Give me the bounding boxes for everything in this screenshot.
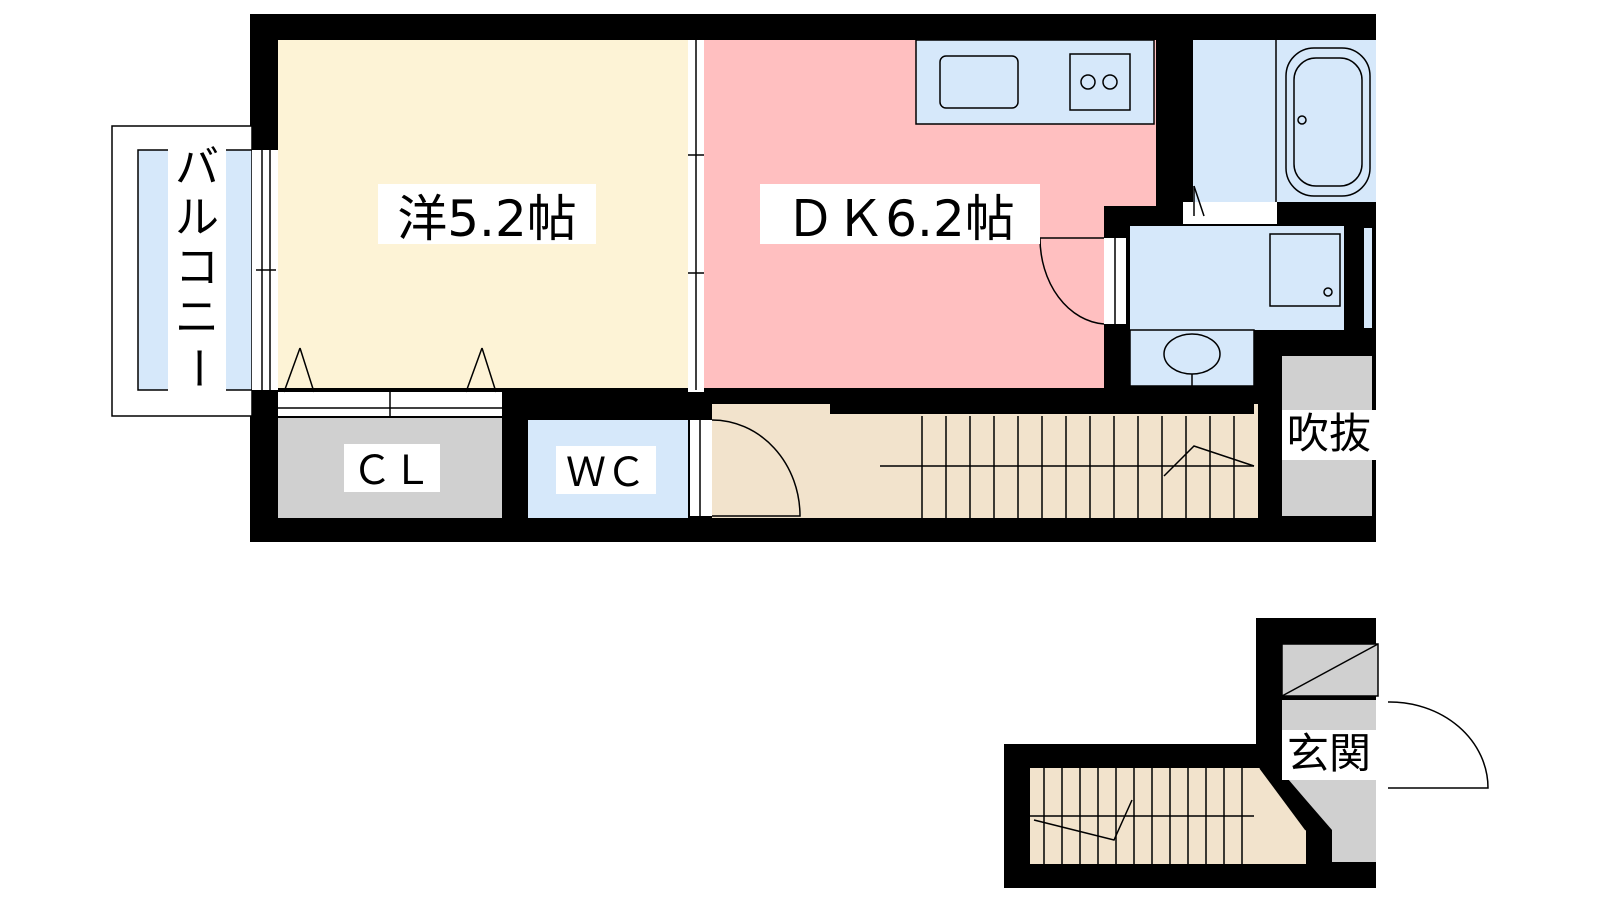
balcony-char-2: ル bbox=[175, 192, 219, 243]
void-label: 吹抜 bbox=[1287, 409, 1371, 458]
balcony-char-3: コ bbox=[175, 242, 219, 293]
stove-icon bbox=[1069, 53, 1131, 111]
sink-icon bbox=[939, 55, 1019, 109]
bathtub-icon bbox=[1285, 47, 1371, 197]
washing-machine-icon bbox=[1269, 233, 1341, 307]
balcony-char-1: バ bbox=[175, 142, 219, 193]
balcony-label: バ ル コ ニ ー bbox=[168, 142, 226, 392]
balcony-char-5: ー bbox=[172, 346, 223, 390]
entrance-label: 玄関 bbox=[1287, 729, 1371, 778]
balcony-char-4: ニ bbox=[175, 292, 219, 343]
closet-label: ＣＬ bbox=[352, 448, 432, 494]
upper-stairs bbox=[880, 416, 1255, 518]
toilet-label: ＷＣ bbox=[566, 450, 646, 496]
western-room-label: 洋5.2帖 bbox=[397, 190, 577, 248]
dining-kitchen-label: ＤＫ6.2帖 bbox=[785, 190, 1015, 248]
